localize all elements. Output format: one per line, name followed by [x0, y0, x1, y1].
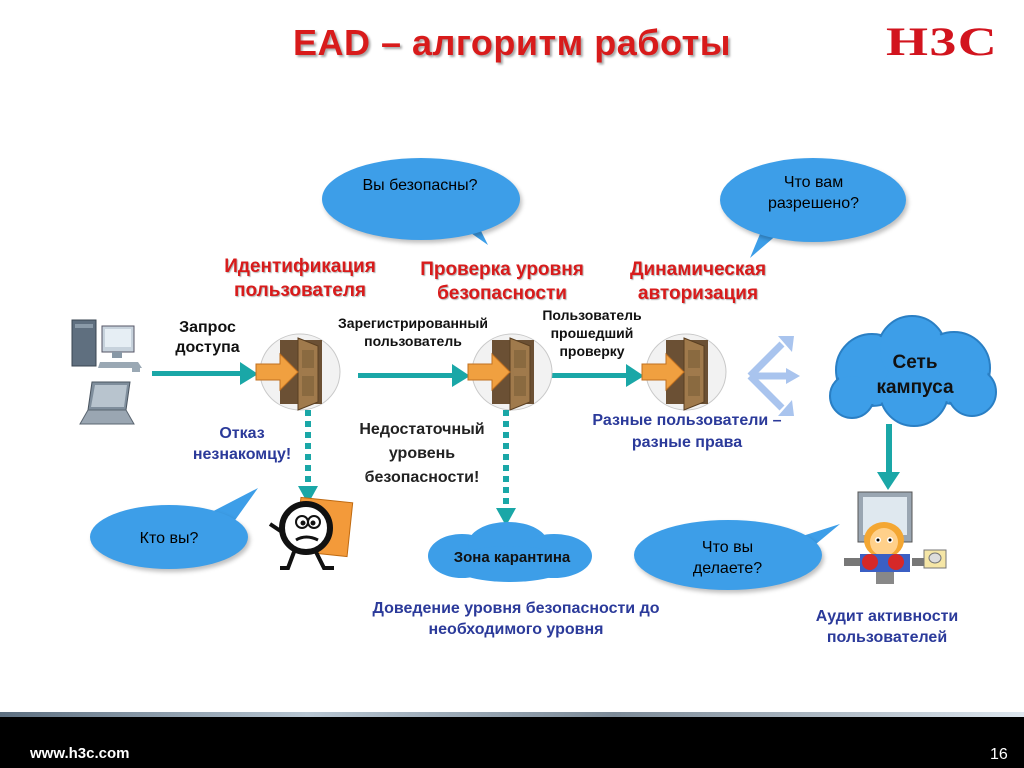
step-authorization: Динамическая авторизация	[629, 259, 767, 304]
label-campus-net: Сеть кампуса	[876, 352, 954, 398]
arrow-cloud-down-head	[877, 472, 900, 490]
label-registered-user: Зарегистрированный пользователь	[338, 315, 488, 349]
bubble-allowed-text: Что вам разрешено?	[767, 174, 860, 212]
label-access-request: Запрос доступа	[175, 319, 240, 356]
bubble-who-text: Кто вы?	[139, 530, 199, 547]
arrow-registered-head	[452, 364, 470, 387]
footer-bar	[0, 717, 1024, 768]
step-security-check: Проверка уровня безопасности	[420, 259, 584, 304]
arrow-deny-dotted	[298, 410, 318, 504]
label-raise-level: Доведение уровня безопасности до необход…	[372, 600, 660, 638]
arrow-request-head	[240, 362, 258, 385]
branch-arrows-icon	[747, 336, 800, 416]
user-at-computer-icon	[844, 491, 947, 584]
arrow-registered-line	[358, 373, 456, 378]
arrow-request-line	[152, 371, 244, 376]
laptop-icon	[79, 381, 135, 425]
arrow-checked-line	[538, 373, 630, 378]
door-icon	[467, 333, 553, 411]
label-insufficient: Недостаточный уровень безопасности!	[359, 421, 485, 486]
footer-band	[0, 712, 1024, 718]
label-quarantine: Зона карантина	[453, 549, 571, 566]
stranger-icon	[268, 496, 354, 570]
footer-url[interactable]: www.h3c.com	[30, 745, 130, 762]
bubble-safe-text: Вы безопасны?	[362, 177, 478, 194]
computer-icon	[71, 319, 142, 372]
h3c-logo: H3C	[886, 19, 999, 64]
step-identification: Идентификация пользователя	[224, 256, 376, 301]
label-audit: Аудит активности пользователей	[815, 608, 959, 646]
arrow-checked-head	[626, 364, 644, 387]
door-icon	[255, 333, 341, 411]
page-title: EAD – алгоритм работы	[292, 22, 732, 63]
cloud-icon	[829, 315, 997, 427]
door-icon	[641, 333, 727, 411]
label-different-users: Разные пользователи – разные права	[592, 412, 782, 451]
arrow-quarantine-dotted	[496, 410, 516, 526]
bubble-doing-text: Что вы делаете?	[692, 539, 763, 577]
cloud-icon	[428, 522, 592, 582]
page-number: 16	[990, 746, 1008, 763]
label-deny-stranger: Отказ незнакомцу!	[192, 425, 292, 463]
arrow-cloud-down-line	[886, 424, 892, 476]
label-checked-user: Пользователь прошедший проверку	[542, 307, 642, 359]
